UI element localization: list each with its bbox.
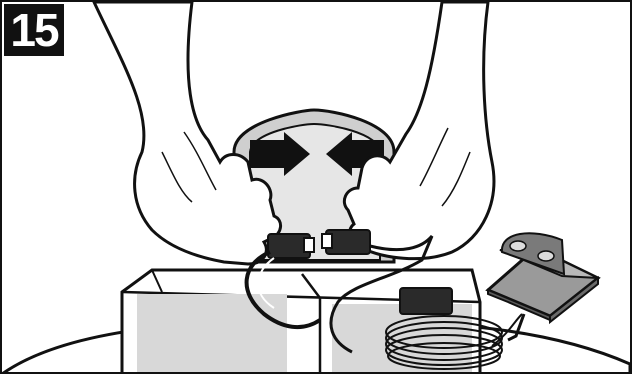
charger-connector bbox=[400, 288, 452, 314]
step-number-badge: 15 bbox=[4, 4, 64, 56]
plug-in-charger-icon bbox=[488, 233, 598, 340]
